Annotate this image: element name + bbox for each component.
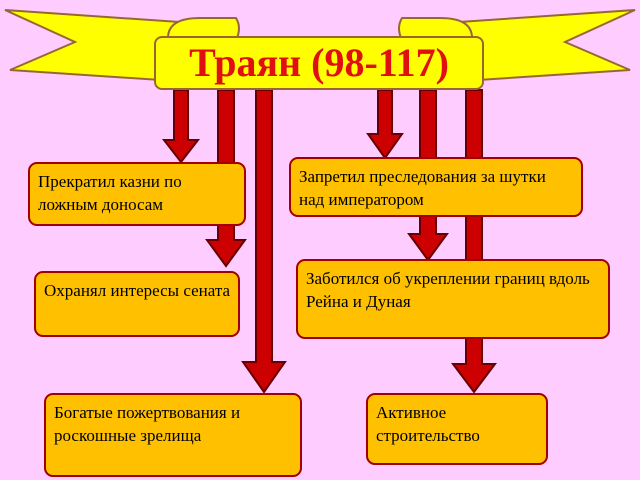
arrow-to-right-box-1 <box>366 89 404 160</box>
diagram-title: Траян (98-117) <box>154 36 484 90</box>
left-box-3: Богатые пожертвования и роскошные зрелищ… <box>44 393 302 477</box>
arrow-to-left-box-3 <box>241 89 287 394</box>
right-box-1: Запретил преследования за шутки над импе… <box>289 157 583 217</box>
arrow-to-left-box-1 <box>161 89 201 164</box>
left-box-1: Прекратил казни по ложным доносам <box>28 162 246 226</box>
ribbon-right-roll <box>398 17 474 42</box>
ribbon-left-roll <box>166 17 240 42</box>
right-box-2: Заботился об укреплении границ вдоль Рей… <box>296 259 610 339</box>
left-box-2: Охранял интересы сената <box>34 271 240 337</box>
arrow-to-right-box-3 <box>451 89 497 394</box>
right-box-3: Активное строительство <box>366 393 548 465</box>
